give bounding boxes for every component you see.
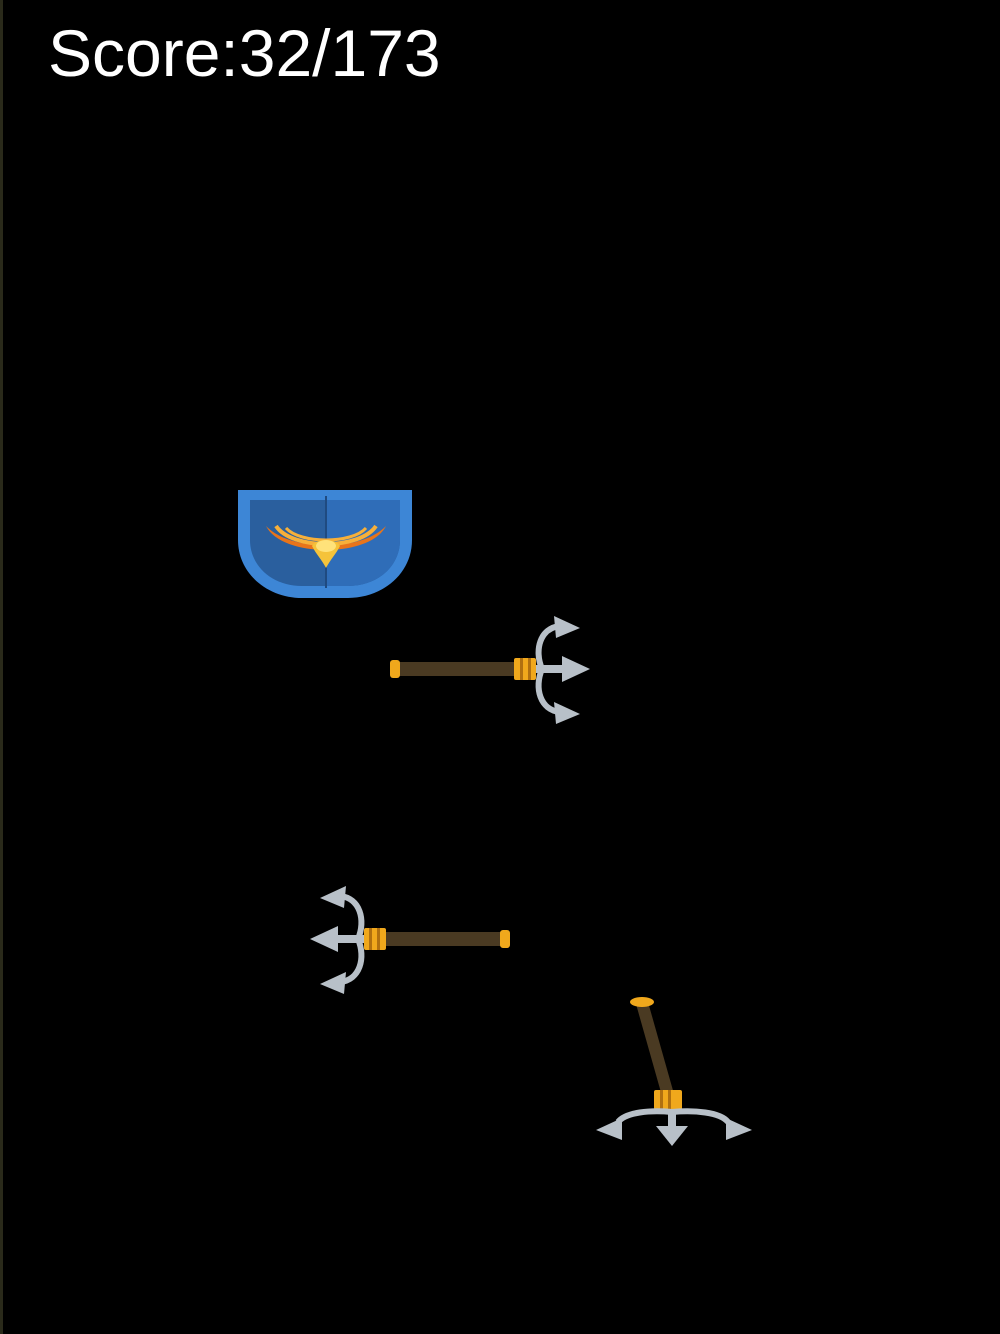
trident-icon xyxy=(596,997,752,1146)
score-label: Score: xyxy=(48,16,239,90)
left-edge-border xyxy=(0,0,3,1334)
score-display: Score:32/173 xyxy=(48,20,441,86)
score-total: 173 xyxy=(330,16,441,90)
shield-icon[interactable] xyxy=(236,488,414,600)
score-value: 32 xyxy=(238,16,313,90)
trident-icon xyxy=(390,616,590,724)
score-separator: / xyxy=(312,16,331,90)
trident-icon xyxy=(310,886,510,994)
